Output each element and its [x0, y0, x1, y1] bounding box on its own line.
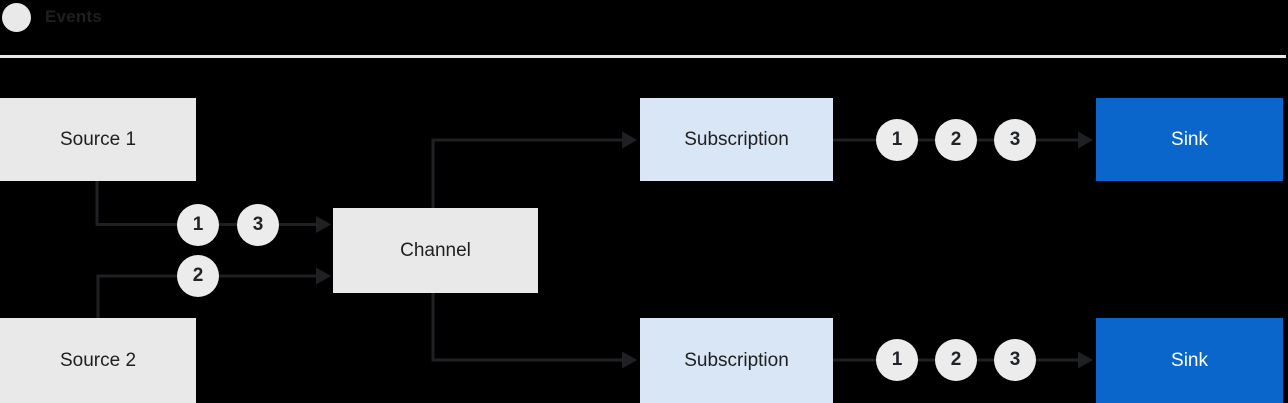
event-marker: 1 [177, 204, 219, 246]
subscription-1-label: Subscription [684, 128, 789, 150]
source-1-label: Source 1 [59, 128, 137, 150]
arrowhead-subscription2-to-sink2 [1078, 351, 1093, 369]
legend-label: Events [45, 7, 102, 26]
sink-2-node: Sink [1096, 318, 1283, 403]
arrowhead-source1-to-channel [316, 216, 331, 233]
sink-1-label: Sink [1171, 128, 1208, 150]
source-2-label: Source 2 [59, 349, 137, 371]
event-marker: 2 [935, 339, 977, 381]
arrowhead-subscription1-to-sink1 [1078, 131, 1093, 149]
wire-channel-to-subscription2 [431, 293, 623, 362]
arrowhead-channel-to-subscription1 [622, 131, 637, 149]
event-marker: 1 [876, 119, 918, 161]
event-marker: 1 [876, 339, 918, 381]
subscription-1-node: Subscription [640, 98, 833, 181]
event-marker: 2 [935, 119, 977, 161]
source-1-node: Source 1 [0, 98, 196, 181]
divider-line [0, 55, 1286, 58]
wire-source2-to-channel [96, 274, 317, 318]
sink-1-node: Sink [1096, 98, 1283, 181]
event-marker: 3 [237, 204, 279, 246]
channel-node: Channel [333, 208, 538, 293]
event-marker: 2 [177, 255, 219, 297]
event-circle-icon [2, 3, 31, 32]
channel-label: Channel [400, 239, 471, 261]
arrowhead-channel-to-subscription2 [622, 351, 637, 369]
arrowhead-source2-to-channel [316, 267, 331, 285]
subscription-2-label: Subscription [684, 349, 789, 371]
subscription-2-node: Subscription [640, 318, 833, 403]
event-marker: 3 [994, 119, 1036, 161]
wire-channel-to-subscription1 [431, 138, 623, 208]
source-2-node: Source 2 [0, 318, 196, 403]
event-marker: 3 [994, 339, 1036, 381]
sink-2-label: Sink [1171, 349, 1208, 371]
